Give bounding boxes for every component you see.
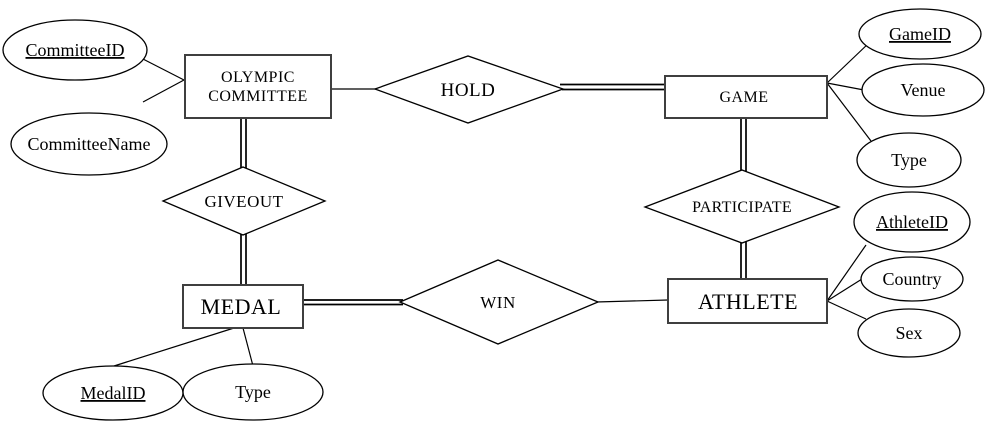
connector-medal-medalid [113,327,235,367]
entity-olympic-committee: OLYMPIC COMMITTEE [184,54,332,119]
connector-win-athlete [595,299,669,303]
entity-game: GAME [664,75,828,119]
attribute-ellipse [10,112,168,176]
relationship-diamond [161,166,327,236]
entity-box [184,54,332,119]
entity-label-line1: OLYMPIC [221,69,295,86]
connector-game-participate-double [740,118,747,173]
connector-line [113,327,235,367]
attribute-ellipse [856,132,962,188]
attribute-athlete-id: AthleteID [853,191,971,253]
attribute-ellipse [182,363,324,421]
attribute-label: CommitteeID [26,40,125,60]
connector-line [826,278,863,302]
connector-medal-type [242,327,254,367]
connector-hold-game-double [560,83,666,91]
attribute-label: Type [891,150,927,170]
entity-label: ATHLETE [698,289,798,314]
connector-medal-win-double [302,299,403,306]
connector-line [826,82,865,91]
attribute-label: Country [882,269,941,289]
attribute-ellipse [853,191,971,253]
connector-athlete-athleteid [826,244,867,302]
relationship-diamond [373,55,565,124]
connector-committeeid-olympic-committee [140,57,185,81]
connector-line [142,79,185,103]
relationship-label: GIVEOUT [204,192,283,211]
connector-game-type [826,82,872,142]
connector-athlete-sex [826,300,867,320]
relationship-hold: HOLD [373,55,565,124]
relationship-giveout: GIVEOUT [161,166,327,236]
entity-medal: MEDAL [182,284,304,329]
entity-box [664,75,828,119]
connector-game-venue [826,82,865,91]
attribute-label: GameID [889,24,951,44]
connector-line [826,41,871,84]
connector-line [826,300,867,320]
attribute-game-id: GameID [858,8,982,60]
connector-committeename-olympic-committee [142,79,185,103]
attribute-label: AthleteID [876,212,948,232]
connector-olympic-committee-giveout-double [240,117,247,170]
connector-line [595,299,669,303]
attribute-medal-id: MedalID [42,365,184,421]
attribute-label: Sex [896,323,923,343]
attribute-ellipse [858,8,982,60]
entity-box [182,284,304,329]
entity-athlete: ATHLETE [667,278,828,324]
entity-label: GAME [719,89,768,106]
attribute-label: CommitteeName [28,134,151,154]
relationship-diamond [643,169,841,244]
entity-label: MEDAL [201,294,282,319]
attribute-ellipse [857,308,961,358]
connector-athlete-country [826,278,863,302]
relationship-participate: PARTICIPATE [643,169,841,244]
attribute-game-type: Type [856,132,962,188]
relationship-label: HOLD [441,80,496,101]
connector-game-gameid [826,41,871,84]
entity-box [667,278,828,324]
attribute-committee-id: CommitteeID [2,19,148,81]
attribute-country: Country [860,256,964,302]
relationship-label: WIN [480,293,515,312]
connector-line [242,327,254,367]
relationship-label: PARTICIPATE [692,199,792,216]
attribute-ellipse [2,19,148,81]
connector-participate-athlete-double [740,241,747,280]
attribute-ellipse [860,256,964,302]
attribute-medal-type: Type [182,363,324,421]
attribute-ellipse [861,63,985,117]
relationship-diamond [398,259,600,345]
attribute-label: Type [235,382,271,402]
attribute-committee-name: CommitteeName [10,112,168,176]
attribute-venue: Venue [861,63,985,117]
connector-line [826,244,867,302]
entity-label-line2: COMMITTEE [208,88,308,105]
relationship-win: WIN [398,259,600,345]
attribute-label: Venue [901,80,946,100]
attribute-label: MedalID [81,383,146,403]
attribute-sex: Sex [857,308,961,358]
connector-line [140,57,185,81]
connector-line [826,82,872,142]
connector-giveout-medal-double [240,233,247,286]
